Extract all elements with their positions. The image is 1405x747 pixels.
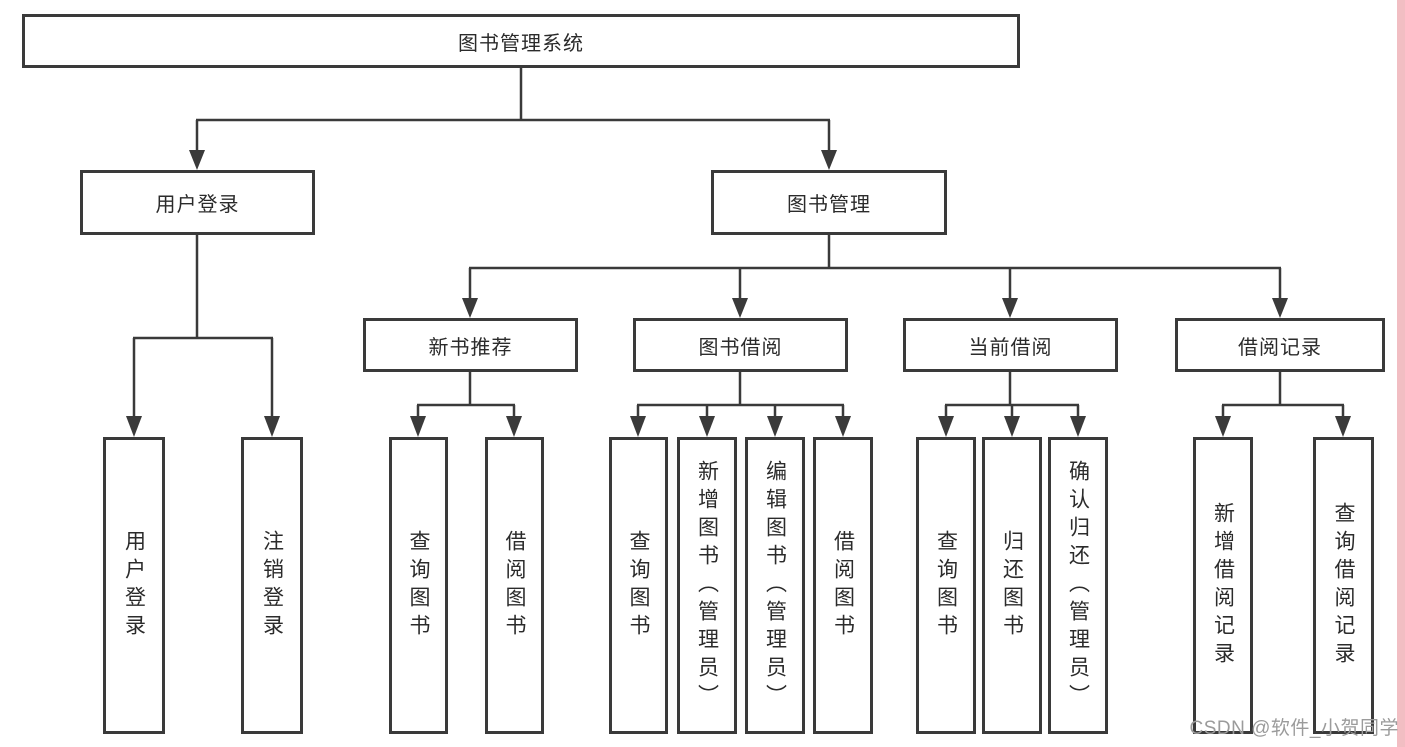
arrow-down-icon <box>1002 298 1018 318</box>
arrow-down-icon <box>189 150 205 170</box>
node-label: 注销登录 <box>260 529 284 642</box>
node-label: 查询图书 <box>934 529 958 642</box>
node-label: 查询借阅记录 <box>1332 501 1355 670</box>
connector-record-to-leaves <box>1215 372 1351 437</box>
leaf-query-borrow-record: 查询借阅记录 <box>1313 437 1374 734</box>
arrow-down-icon <box>835 416 851 437</box>
node-root: 图书管理系统 <box>22 14 1020 68</box>
arrow-down-icon <box>506 416 522 437</box>
node-label: 借阅图书 <box>503 529 526 642</box>
leaf-query-books-2: 查询图书 <box>609 437 668 734</box>
arrow-down-icon <box>410 416 426 437</box>
node-label: 编辑图书（管理员） <box>763 459 787 712</box>
node-label: 新增借阅记录 <box>1211 501 1235 670</box>
watermark-text: CSDN @软件_小贺同学 <box>1189 718 1399 739</box>
arrow-down-icon <box>1070 416 1086 437</box>
arrow-down-icon <box>821 150 837 170</box>
arrow-down-icon <box>938 416 954 437</box>
leaf-return-book: 归还图书 <box>982 437 1042 734</box>
leaf-user-login: 用户登录 <box>103 437 165 734</box>
node-label: 新书推荐 <box>428 336 513 359</box>
leaf-logout: 注销登录 <box>241 437 303 734</box>
node-label: 图书管理系统 <box>458 32 584 55</box>
leaf-query-books-3: 查询图书 <box>916 437 976 734</box>
node-label: 图书管理 <box>787 194 871 216</box>
node-label: 图书借阅 <box>698 336 783 359</box>
arrow-down-icon <box>699 416 715 437</box>
leaf-confirm-return-admin: 确认归还（管理员） <box>1048 437 1108 734</box>
leaf-add-book-admin: 新增图书（管理员） <box>677 437 737 734</box>
node-label: 查询图书 <box>627 529 650 642</box>
accent-strip <box>1397 0 1405 747</box>
arrow-down-icon <box>462 298 478 318</box>
node-label: 确认归还（管理员） <box>1066 459 1090 712</box>
arrow-down-icon <box>732 298 748 318</box>
connector-recommend-to-leaves <box>410 372 522 437</box>
arrow-down-icon <box>1215 416 1231 437</box>
leaf-edit-book-admin: 编辑图书（管理员） <box>745 437 805 734</box>
connector-books-to-level3 <box>462 235 1288 318</box>
connector-current-to-leaves <box>938 372 1086 437</box>
arrow-down-icon <box>264 416 280 437</box>
connector-root-to-level2 <box>189 68 837 170</box>
node-label: 用户登录 <box>122 529 146 642</box>
arrow-down-icon <box>126 416 142 437</box>
node-label: 归还图书 <box>1000 529 1024 642</box>
arrow-down-icon <box>1335 416 1351 437</box>
arrow-down-icon <box>767 416 783 437</box>
connector-borrow-to-leaves <box>630 372 851 437</box>
node-user-login: 用户登录 <box>80 170 315 235</box>
node-label: 用户登录 <box>155 194 240 216</box>
node-label: 当前借阅 <box>968 336 1053 359</box>
leaf-borrow-books-2: 借阅图书 <box>813 437 873 734</box>
node-new-book-recommend: 新书推荐 <box>363 318 578 372</box>
leaf-query-books-1: 查询图书 <box>389 437 448 734</box>
leaf-borrow-books-1: 借阅图书 <box>485 437 544 734</box>
arrow-down-icon <box>630 416 646 437</box>
leaf-add-borrow-record: 新增借阅记录 <box>1193 437 1253 734</box>
node-label: 借阅记录 <box>1238 336 1322 359</box>
node-book-management: 图书管理 <box>711 170 947 235</box>
node-label: 查询图书 <box>407 529 430 642</box>
node-book-borrow: 图书借阅 <box>633 318 848 372</box>
node-label: 新增图书（管理员） <box>695 459 719 712</box>
connector-login-to-leaves <box>126 235 280 437</box>
node-current-borrow: 当前借阅 <box>903 318 1118 372</box>
node-borrow-record: 借阅记录 <box>1175 318 1385 372</box>
arrow-down-icon <box>1004 416 1020 437</box>
arrow-down-icon <box>1272 298 1288 318</box>
node-label: 借阅图书 <box>831 529 855 642</box>
